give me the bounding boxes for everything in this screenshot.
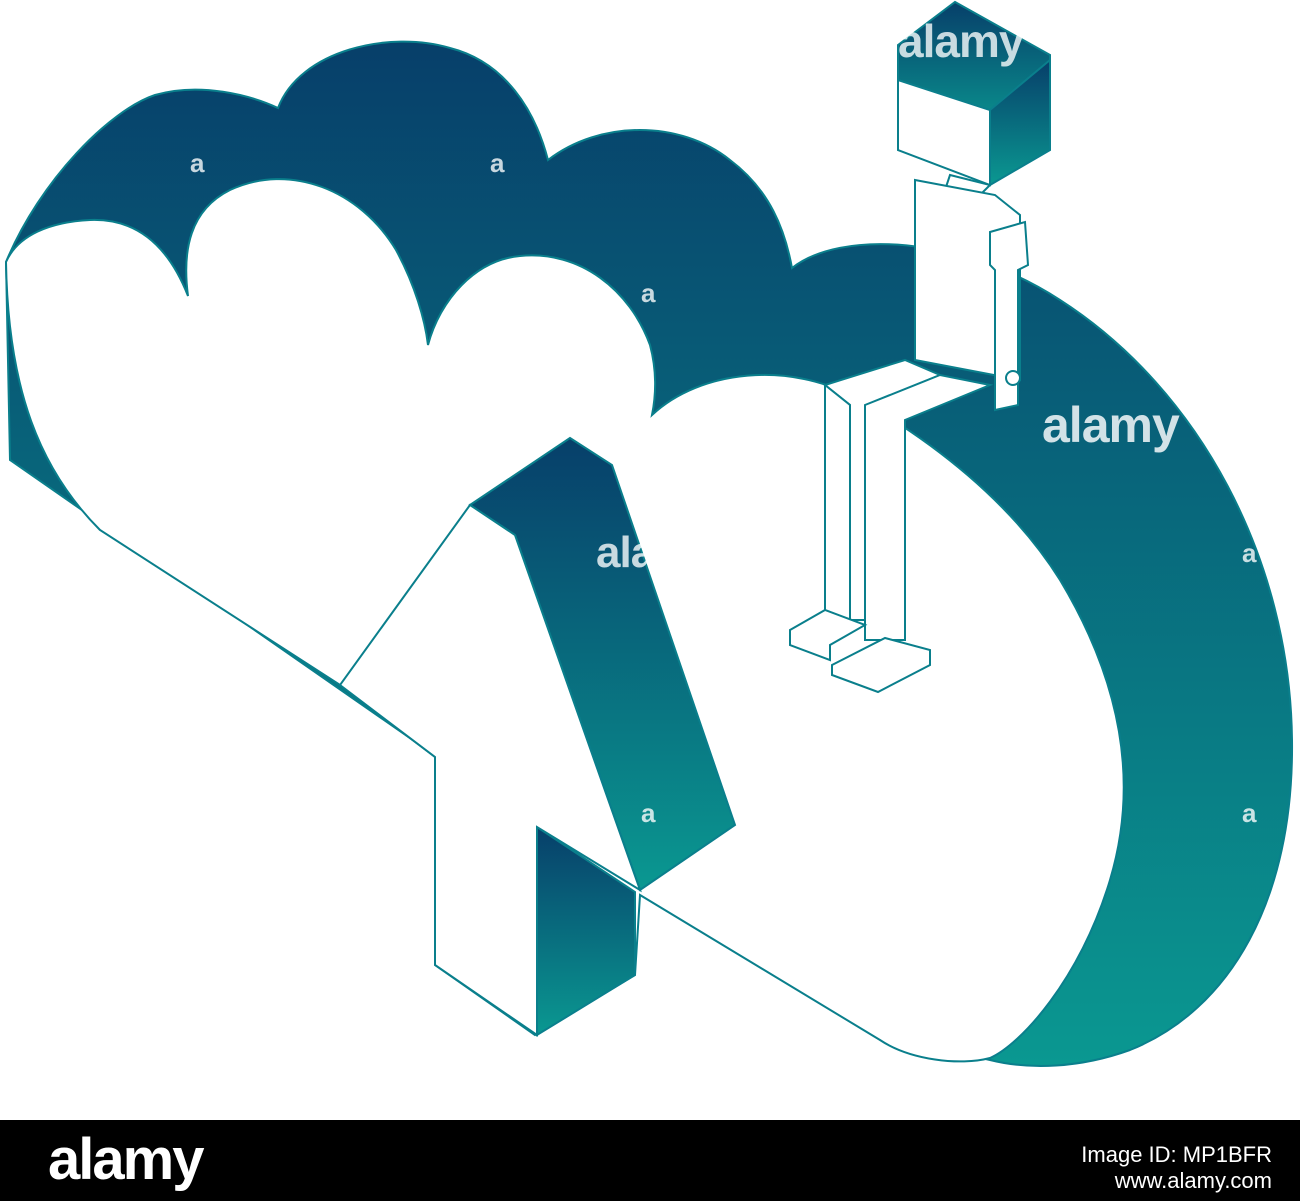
person-thigh-front xyxy=(864,373,994,641)
footer-image-info: Image ID: MP1BFR www.alamy.com xyxy=(1081,1142,1272,1195)
cloud-upload-illustration xyxy=(4,0,1294,1067)
person-foot-front xyxy=(831,636,931,694)
footer-image-id: Image ID: MP1BFR xyxy=(1081,1142,1272,1167)
person-hand xyxy=(1005,370,1021,386)
person-shin-back xyxy=(824,382,851,622)
footer-bar: alamy Image ID: MP1BFR www.alamy.com xyxy=(0,1120,1300,1201)
person-arm xyxy=(989,220,1030,412)
footer-logo: alamy xyxy=(48,1127,204,1192)
footer-site-url: www.alamy.com xyxy=(1114,1168,1272,1194)
person-icon xyxy=(789,0,1051,694)
upload-arrow-front xyxy=(338,503,642,1037)
person-foot-back xyxy=(789,608,868,662)
